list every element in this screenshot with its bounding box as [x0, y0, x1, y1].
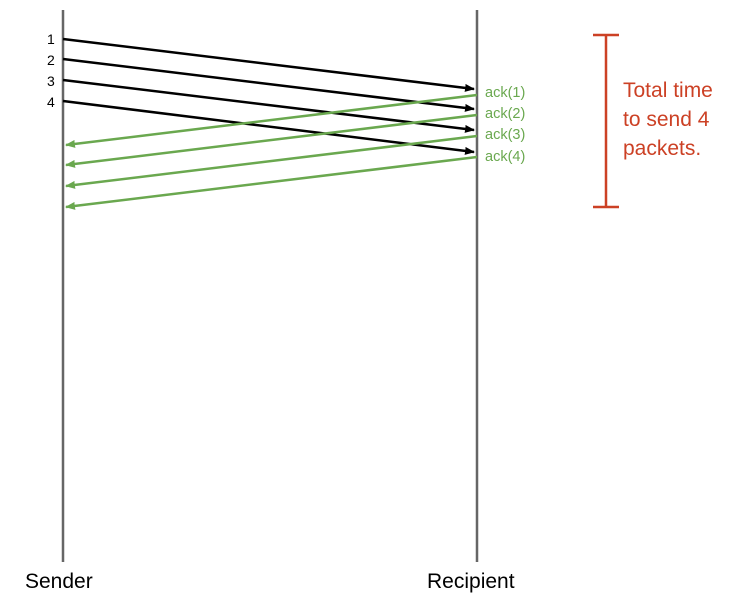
ack-arrow-4 [65, 155, 478, 210]
total-time-label: Total time to send 4 packets. [623, 76, 713, 163]
ack-label-4: ack(4) [485, 149, 525, 165]
packet-arrow-1 [62, 37, 475, 92]
total-time-label-line-2: to send 4 [623, 108, 710, 131]
total-time-bracket [593, 33, 619, 209]
ack-label-2: ack(2) [485, 106, 525, 122]
ack-arrow-3 [65, 134, 478, 189]
packet-number-4: 4 [47, 94, 55, 110]
total-time-label-line-3: packets. [623, 137, 702, 160]
sender-label: Sender [25, 570, 93, 593]
packet-arrow-2 [62, 57, 475, 112]
ack-arrow-1 [65, 93, 478, 148]
ack-label-1: ack(1) [485, 85, 525, 101]
total-time-label-line-1: Total time [623, 79, 713, 102]
ack-label-3: ack(3) [485, 127, 525, 143]
recipient-label: Recipient [427, 570, 515, 593]
packet-number-1: 1 [47, 31, 55, 47]
packet-arrow-3 [62, 78, 475, 133]
packet-number-2: 2 [47, 52, 55, 68]
ack-arrow-2 [65, 113, 478, 168]
packet-number-3: 3 [47, 73, 55, 89]
